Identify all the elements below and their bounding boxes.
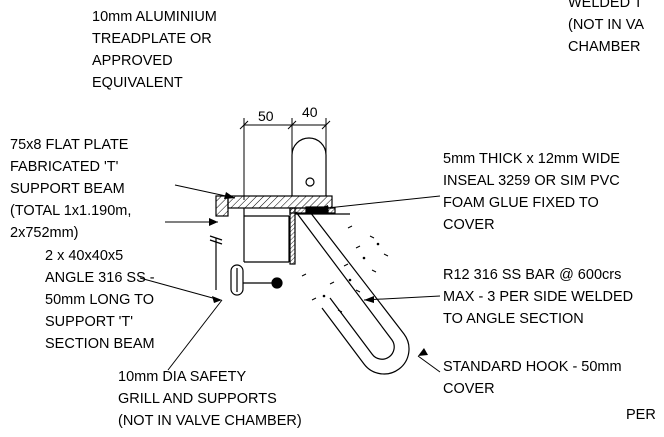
label-line: STANDARD HOOK - 50mm [443,359,622,375]
label-angle: 2 x 40x40x5 ANGLE 316 SS - 50mm LONG TO … [45,245,155,355]
concrete-edge [209,213,350,290]
angle-section [289,206,336,265]
label-line: 2 x 40x40x5 [45,248,124,264]
hook-bar [295,211,410,375]
label-line: 10mm DIA SAFETY [118,369,247,385]
label-hook: STANDARD HOOK - 50mm COVER [443,356,622,400]
label-line: COVER [443,381,495,397]
label-line: FABRICATED 'T' [10,159,119,175]
label-line: 5mm THICK x 12mm WIDE [443,151,620,167]
label-treadplate: 10mm ALUMINIUM TREADPLATE OR APPROVED EQ… [92,6,217,94]
label-line: 2x752mm) [10,225,79,241]
label-line: SUPPORT BEAM [10,181,125,197]
label-line: COVER [443,217,495,233]
label-line: 10mm ALUMINIUM [92,9,217,25]
label-line: TO ANGLE SECTION [443,311,584,327]
label-line: (TOTAL 1x1.190m, [10,203,132,219]
label-line: SECTION BEAM [45,336,155,352]
label-line: TREADPLATE OR [92,31,212,47]
label-line: GRILL AND SUPPORTS [118,391,277,407]
label-line: EQUIVALENT [92,75,183,91]
label-line: CHAMBER [568,39,641,55]
label-grill: 10mm DIA SAFETY GRILL AND SUPPORTS (NOT … [118,366,302,432]
label-line: WELDED T [568,0,643,11]
label-bar: R12 316 SS BAR @ 600crs MAX - 3 PER SIDE… [443,264,633,330]
label-line: SUPPORT 'T' [45,314,133,330]
treadplate [227,195,333,209]
label-line: (NOT IN VA [568,17,644,33]
label-per: PER [626,407,656,423]
label-line: (NOT IN VALVE CHAMBER) [118,413,302,429]
dimension-left: 50 [258,108,274,124]
label-line: APPROVED [92,53,173,69]
label-line: 50mm LONG TO [45,292,155,308]
label-line: 75x8 FLAT PLATE [10,137,129,153]
label-line: ANGLE 316 SS - [45,270,155,286]
label-line: INSEAL 3259 OR SIM PVC [443,173,620,189]
arrowheads [209,192,428,356]
label-inseal: 5mm THICK x 12mm WIDE INSEAL 3259 OR SIM… [443,148,620,236]
safety-grill [230,264,283,296]
dimension-line [239,118,331,200]
label-flat-plate: 75x8 FLAT PLATE FABRICATED 'T' SUPPORT B… [10,134,131,244]
t-beam [215,195,290,263]
dimension-right: 40 [302,104,318,120]
lifting-handle [291,137,327,196]
label-line: FOAM GLUE FIXED TO [443,195,599,211]
label-welded-top: WELDED T (NOT IN VA CHAMBER [568,0,644,58]
label-line: R12 316 SS BAR @ 600crs [443,267,622,283]
label-line: MAX - 3 PER SIDE WELDED [443,289,634,305]
